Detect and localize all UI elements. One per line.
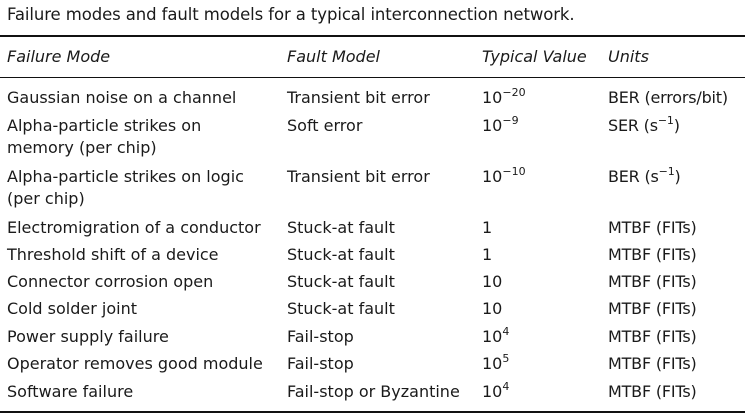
fault-model-cell: Fail-stop or Byzantine bbox=[287, 382, 460, 401]
units-text: MTBF (FITs) bbox=[608, 299, 697, 318]
failure-mode-cell: Alpha-particle strikes on bbox=[7, 116, 202, 135]
value-exponent: −20 bbox=[502, 86, 526, 99]
fault-model-cell: Transient bit error bbox=[287, 88, 430, 107]
value-base: 10 bbox=[482, 167, 503, 186]
typical-value-cell: 105 bbox=[482, 353, 509, 375]
units-text: MTBF (FITs) bbox=[608, 218, 697, 237]
units-cell: MTBF (FITs) bbox=[608, 353, 697, 375]
failure-mode-cell: Electromigration of a conductor bbox=[7, 218, 261, 237]
units-cell: MTBF (FITs) bbox=[608, 271, 697, 293]
fault-model-cell: Stuck-at fault bbox=[287, 299, 395, 318]
fault-model-cell: Stuck-at fault bbox=[287, 218, 395, 237]
units-text: MTBF (FITs) bbox=[608, 354, 697, 373]
failure-mode-cell-line2: memory (per chip) bbox=[7, 138, 157, 157]
units-cell: MTBF (FITs) bbox=[608, 381, 697, 403]
failure-mode-cell-line2: (per chip) bbox=[7, 189, 85, 208]
typical-value-cell: 104 bbox=[482, 381, 509, 403]
typical-value-cell: 10−20 bbox=[482, 87, 526, 109]
header-typical-value: Typical Value bbox=[482, 47, 587, 66]
value-base: 1 bbox=[482, 218, 493, 237]
value-exponent: −9 bbox=[502, 114, 519, 127]
units-text: BER (errors/bit) bbox=[608, 88, 728, 107]
typical-value-cell: 10 bbox=[482, 271, 502, 293]
fault-model-cell: Stuck-at fault bbox=[287, 272, 395, 291]
table-caption: Failure modes and fault models for a typ… bbox=[7, 5, 575, 24]
failure-mode-cell: Threshold shift of a device bbox=[7, 245, 219, 264]
header-rule bbox=[0, 77, 745, 78]
fault-model-cell: Soft error bbox=[287, 116, 363, 135]
units-cell: MTBF (FITs) bbox=[608, 298, 697, 320]
typical-value-cell: 1 bbox=[482, 217, 492, 239]
units-text: MTBF (FITs) bbox=[608, 327, 697, 346]
failure-mode-cell: Cold solder joint bbox=[7, 299, 137, 318]
value-exponent: −10 bbox=[502, 165, 526, 178]
value-exponent: 5 bbox=[502, 352, 510, 365]
value-base: 10 bbox=[482, 354, 503, 373]
value-base: 10 bbox=[482, 88, 503, 107]
fault-model-cell: Transient bit error bbox=[287, 167, 430, 186]
fault-model-cell: Fail-stop bbox=[287, 327, 354, 346]
failure-mode-cell: Operator removes good module bbox=[7, 354, 263, 373]
value-base: 10 bbox=[482, 299, 503, 318]
typical-value-cell: 10 bbox=[482, 298, 502, 320]
failure-mode-cell: Connector corrosion open bbox=[7, 272, 214, 291]
units-cell: BER (s−1) bbox=[608, 166, 681, 188]
value-base: 10 bbox=[482, 327, 503, 346]
value-base: 10 bbox=[482, 382, 503, 401]
typical-value-cell: 10−10 bbox=[482, 166, 526, 188]
bottom-rule bbox=[0, 411, 745, 413]
units-cell: MTBF (FITs) bbox=[608, 217, 697, 239]
units-text: MTBF (FITs) bbox=[608, 245, 697, 264]
value-base: 1 bbox=[482, 245, 493, 264]
value-base: 10 bbox=[482, 272, 503, 291]
units-text: MTBF (FITs) bbox=[608, 272, 697, 291]
units-cell: MTBF (FITs) bbox=[608, 244, 697, 266]
typical-value-cell: 1 bbox=[482, 244, 492, 266]
fault-model-cell: Fail-stop bbox=[287, 354, 354, 373]
fault-model-cell: Stuck-at fault bbox=[287, 245, 395, 264]
failure-mode-cell: Software failure bbox=[7, 382, 134, 401]
units-text: BER (s bbox=[608, 167, 659, 186]
units-text: MTBF (FITs) bbox=[608, 382, 697, 401]
top-rule bbox=[0, 35, 745, 37]
units-exponent: −1 bbox=[657, 114, 674, 127]
units-text: SER (s bbox=[608, 116, 658, 135]
failure-mode-cell: Gaussian noise on a channel bbox=[7, 88, 237, 107]
units-cell: BER (errors/bit) bbox=[608, 87, 728, 109]
units-tail: ) bbox=[673, 116, 680, 135]
header-units: Units bbox=[608, 47, 649, 66]
value-exponent: 4 bbox=[502, 380, 510, 393]
header-fault-model: Fault Model bbox=[287, 47, 380, 66]
failure-mode-cell: Alpha-particle strikes on logic bbox=[7, 167, 244, 186]
units-exponent: −1 bbox=[658, 165, 675, 178]
units-cell: MTBF (FITs) bbox=[608, 326, 697, 348]
units-tail: ) bbox=[674, 167, 681, 186]
failure-mode-cell: Power supply failure bbox=[7, 327, 169, 346]
typical-value-cell: 10−9 bbox=[482, 115, 519, 137]
header-failure-mode: Failure Mode bbox=[7, 47, 111, 66]
typical-value-cell: 104 bbox=[482, 326, 509, 348]
value-exponent: 4 bbox=[502, 325, 510, 338]
units-cell: SER (s−1) bbox=[608, 115, 680, 137]
value-base: 10 bbox=[482, 116, 503, 135]
